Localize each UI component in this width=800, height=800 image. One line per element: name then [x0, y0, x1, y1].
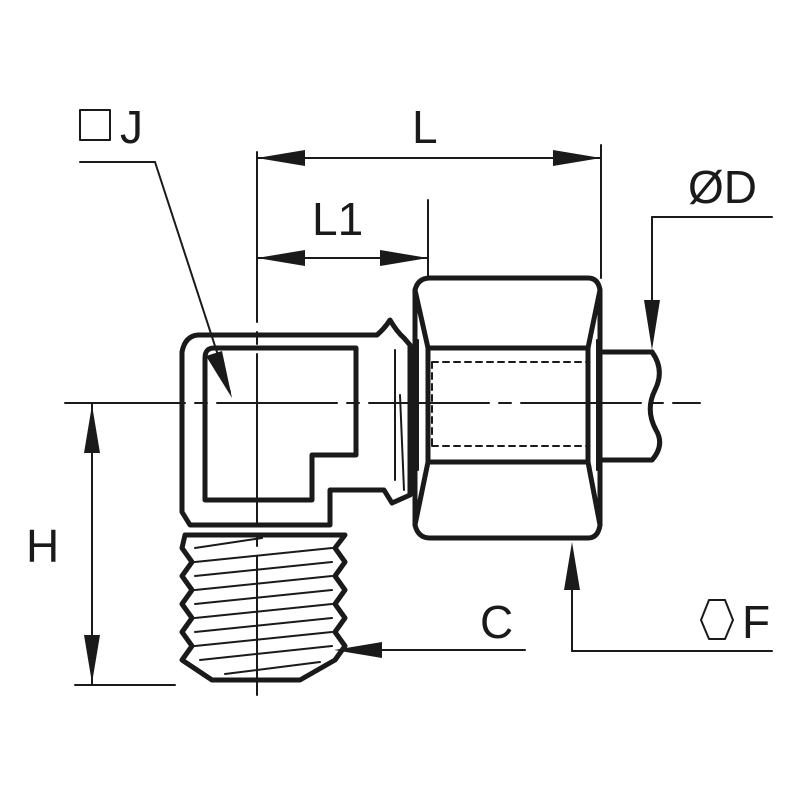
dimension-l1: L1	[256, 193, 429, 279]
square-icon	[79, 109, 111, 141]
label-h: H	[26, 520, 59, 572]
leader-d: ØD	[644, 161, 773, 350]
leader-j: J	[79, 101, 232, 398]
hexagon-icon	[700, 599, 734, 640]
thread-lines	[194, 537, 333, 675]
dimension-l: L	[256, 101, 602, 279]
hex-nut	[412, 275, 603, 541]
label-l1: L1	[312, 193, 363, 245]
tube-stub	[597, 349, 663, 463]
leader-f: F	[564, 542, 773, 652]
inner-bore	[202, 345, 359, 503]
elbow-body	[179, 317, 413, 528]
label-c: C	[480, 596, 513, 648]
dimension-h: H	[26, 402, 176, 686]
label-l: L	[412, 101, 438, 153]
label-j: J	[120, 101, 143, 153]
label-f: F	[742, 596, 770, 648]
threaded-end	[179, 532, 348, 683]
label-d: ØD	[688, 161, 757, 213]
leader-c: C	[334, 596, 526, 658]
